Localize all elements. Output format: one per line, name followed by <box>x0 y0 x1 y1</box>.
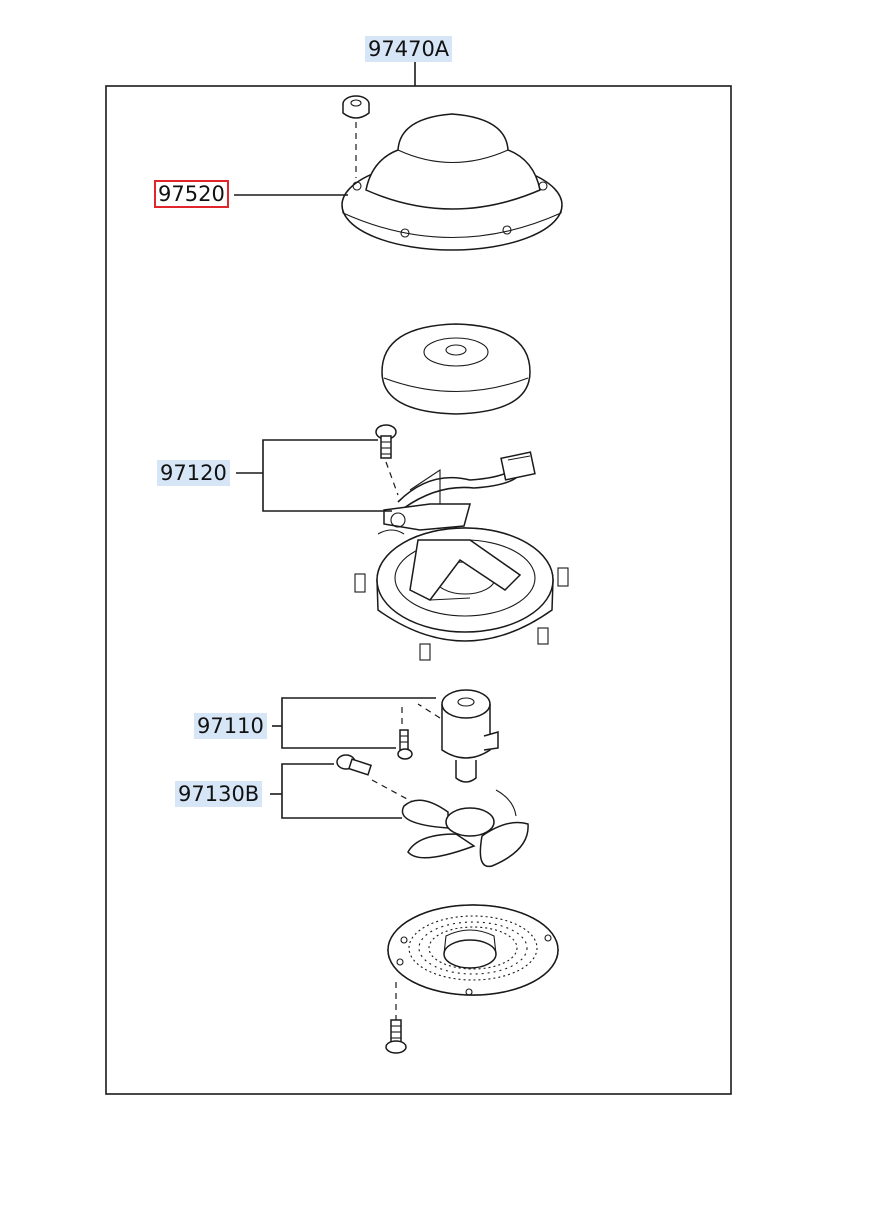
motor-screw-part <box>397 729 413 760</box>
assembly-frame <box>105 85 732 1095</box>
callout-97130B[interactable]: 97130B <box>175 781 263 807</box>
nut-part <box>342 95 370 119</box>
bracket-assembly-part[interactable] <box>354 424 569 661</box>
screw-part <box>375 424 397 459</box>
top-cover-part[interactable] <box>341 95 563 251</box>
bracket-97130B <box>281 763 402 819</box>
callout-97110[interactable]: 97110 <box>194 713 267 739</box>
fan-part[interactable] <box>336 754 529 868</box>
bracket-97120 <box>262 439 392 512</box>
bottom-screw-part <box>385 1019 407 1054</box>
bottom-plate-part <box>387 904 559 996</box>
callout-97120[interactable]: 97120 <box>157 460 230 486</box>
assembly-callout-97470A[interactable]: 97470A <box>365 36 453 62</box>
callout-97520[interactable]: 97520 <box>154 180 229 208</box>
bracket-97110 <box>281 697 436 749</box>
inner-lid-part <box>381 323 531 415</box>
fan-screw-part <box>336 754 373 776</box>
motor-part[interactable] <box>397 689 499 783</box>
